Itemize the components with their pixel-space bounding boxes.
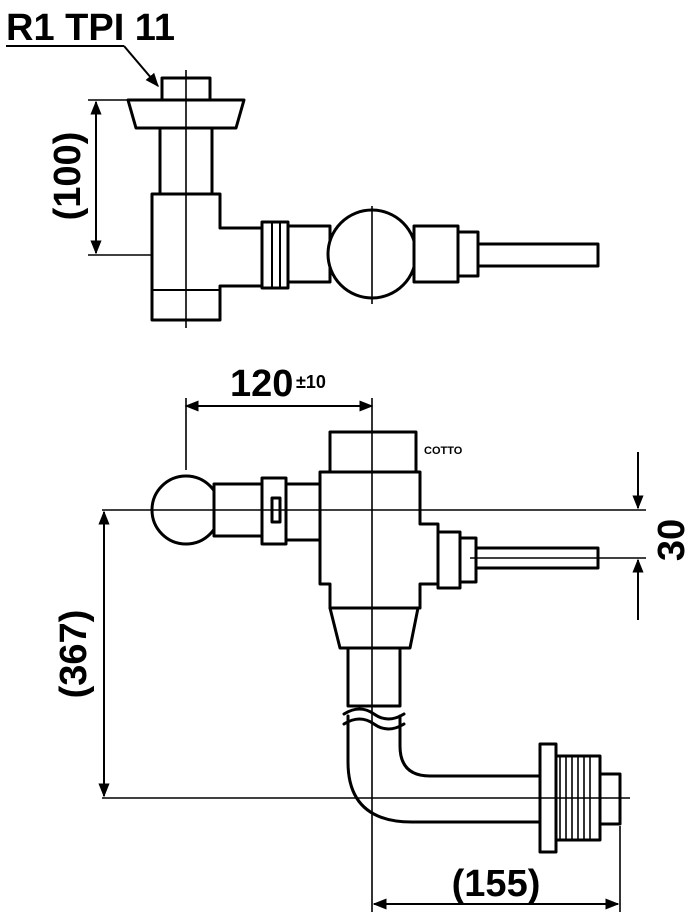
dim-120-label: 120 <box>230 363 293 405</box>
front-vertical-pipe <box>346 646 402 708</box>
front-outlet-end <box>598 772 622 826</box>
front-view: 120 ±10 COTTO <box>53 363 690 912</box>
front-top-cap <box>328 430 418 474</box>
top-view: R1 TPI 11 (100) <box>6 7 600 328</box>
top-housing <box>286 224 332 284</box>
dim-155-label: (155) <box>452 863 541 905</box>
front-lower-cone <box>328 606 420 650</box>
front-valve-body <box>318 470 440 610</box>
top-nut <box>260 220 290 290</box>
thread-label: R1 TPI 11 <box>6 7 175 49</box>
dim-120-tolerance: ±10 <box>296 372 326 392</box>
dim-367-label: (367) <box>53 610 95 699</box>
top-right-collar <box>412 224 460 284</box>
front-right-nut <box>436 530 462 590</box>
thread-leader-arrow <box>123 45 159 88</box>
front-break-line <box>342 707 406 721</box>
front-elbow-pipe <box>346 714 550 824</box>
dim-30-label: 30 <box>651 519 690 561</box>
top-outlet-tube <box>476 242 600 268</box>
top-right-nut <box>456 230 480 278</box>
front-right-collar <box>458 536 478 584</box>
dim-100-label: (100) <box>47 132 89 221</box>
front-break-line-2 <box>342 717 406 731</box>
brand-logo: COTTO <box>424 445 463 457</box>
top-valve-body <box>150 192 264 322</box>
front-left-collar <box>284 482 322 542</box>
